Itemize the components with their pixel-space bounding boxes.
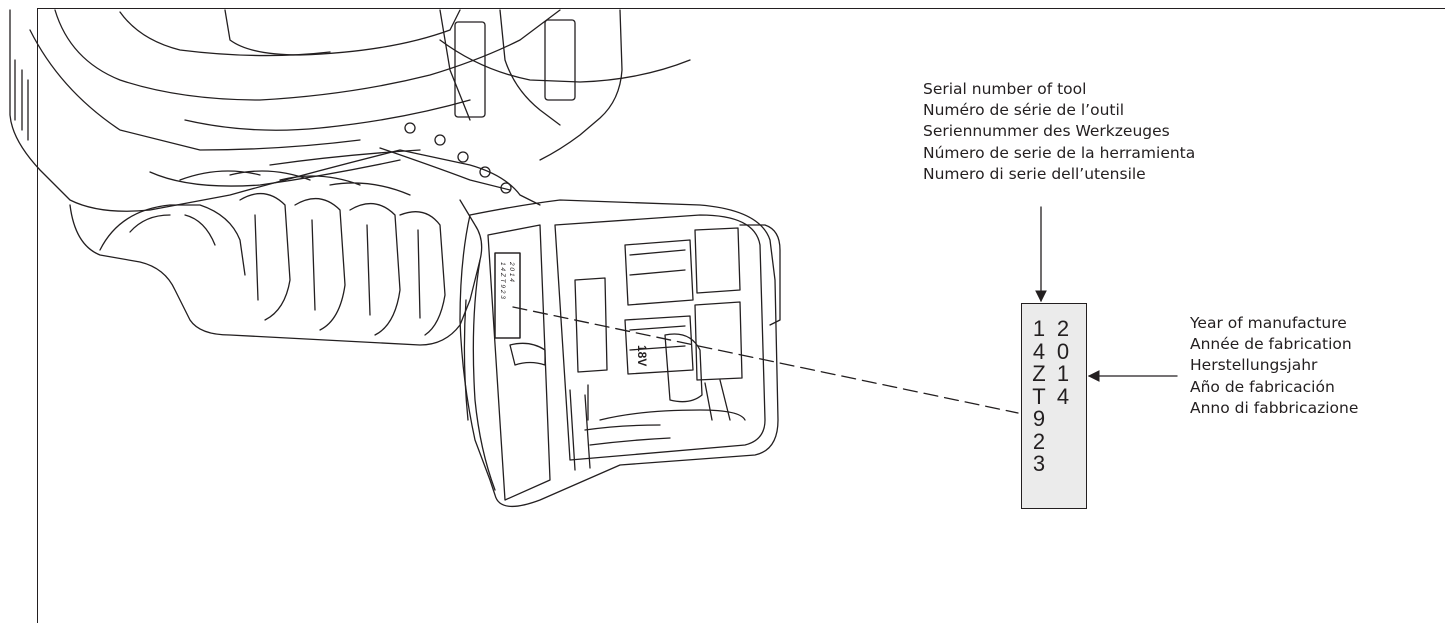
year-label-en: Year of manufacture xyxy=(1190,314,1347,332)
battery-mount xyxy=(459,199,781,507)
serial-label-fr: Numéro de série de l’outil xyxy=(923,101,1125,120)
plate-serial-char: 2 xyxy=(1032,428,1046,454)
serial-plate: 1 4 Z T 9 2 3 2 0 1 4 xyxy=(1021,303,1087,509)
plate-year-char: 1 xyxy=(1056,361,1070,386)
plate-year-column: 2 0 1 4 xyxy=(1055,316,1071,409)
serial-label-it: Numero di serie dell’utensile xyxy=(923,164,1146,183)
year-label-es: Año de fabricación xyxy=(1190,377,1335,396)
tool-label-year: 2 0 1 4 xyxy=(508,261,515,282)
frame-top-border xyxy=(37,8,1445,9)
tool-label-text: 1 4 Z T 9 2 3 xyxy=(499,262,506,299)
plate-serial-char: Z xyxy=(1032,361,1046,386)
tool-housing xyxy=(9,9,691,212)
serial-dashed-leader xyxy=(512,306,1019,414)
plate-serial-char: 1 xyxy=(1032,316,1046,341)
serial-label-en: Serial number of tool xyxy=(923,80,1087,98)
year-of-manufacture-labels: Year of manufacture Année de fabrication… xyxy=(1190,313,1358,419)
year-label-de: Herstellungsjahr xyxy=(1190,356,1318,375)
tool-voltage-marking: 18V xyxy=(635,345,649,366)
frame-left-border xyxy=(37,8,38,623)
plate-serial-column: 1 4 Z T 9 2 3 xyxy=(1031,316,1047,476)
plate-serial-char: 3 xyxy=(1032,451,1046,476)
plate-year-char: 4 xyxy=(1056,383,1070,409)
tool-grip xyxy=(69,170,483,346)
year-label-fr: Année de fabrication xyxy=(1190,335,1352,354)
plate-year-char: 2 xyxy=(1056,316,1070,341)
plate-serial-char: T xyxy=(1032,383,1046,409)
serial-label-de: Seriennummer des Werkzeuges xyxy=(923,122,1170,141)
plate-serial-char: 9 xyxy=(1032,406,1046,431)
serial-number-labels: Serial number of tool Numéro de série de… xyxy=(923,79,1195,185)
tool-serial-label xyxy=(494,252,521,339)
serial-label-es: Número de serie de la herramienta xyxy=(923,143,1196,162)
plate-serial-char: 4 xyxy=(1032,338,1046,364)
plate-year-char: 0 xyxy=(1056,338,1070,364)
year-label-it: Anno di fabbricazione xyxy=(1190,398,1359,417)
